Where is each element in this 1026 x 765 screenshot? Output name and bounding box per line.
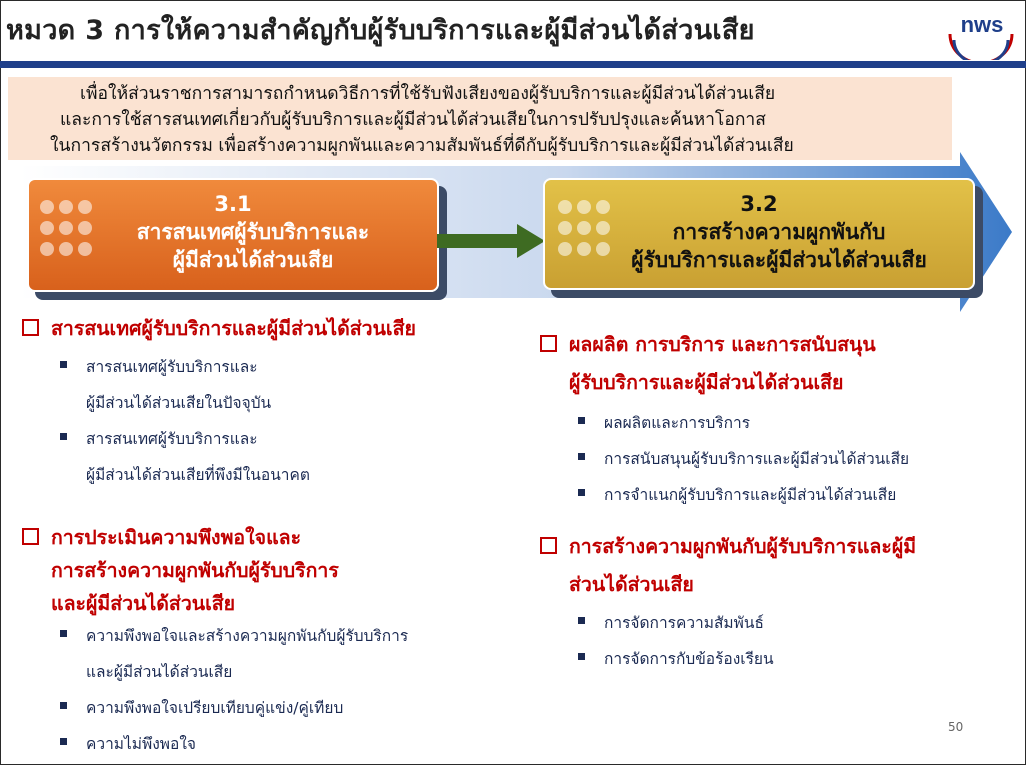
intro-line-2: และการใช้สารสนเทศเกี่ยวกับผู้รับบริการแล… — [60, 110, 766, 130]
connector-arrow — [437, 224, 545, 258]
list-item: การจัดการความสัมพันธ์ — [578, 605, 764, 641]
bullet-icon — [578, 653, 585, 660]
checkbox-icon — [540, 335, 557, 352]
list-item: สารสนเทศผู้รับบริการและ ผู้มีส่วนได้ส่วน… — [60, 421, 310, 493]
bullet-icon — [578, 617, 585, 624]
list-item-text: สารสนเทศผู้รับบริการและ — [86, 430, 258, 448]
list-item-text: สารสนเทศผู้รับบริการและ — [86, 358, 258, 376]
list-item-text: การจัดการความสัมพันธ์ — [604, 614, 764, 632]
list-item-text-cont: ผู้มีส่วนได้ส่วนเสียที่พึงมีในอนาคต — [86, 466, 310, 484]
list-item: สารสนเทศผู้รับบริการและ ผู้มีส่วนได้ส่วน… — [60, 349, 271, 421]
box-3-2: 3.2 การสร้างความผูกพันกับ ผู้รับบริการแล… — [543, 178, 975, 290]
right-section-1-heading: ผลผลิต การบริการ และการสนับสนุน ผู้รับบร… — [540, 326, 876, 402]
bullet-icon — [60, 361, 67, 368]
box-3-1: 3.1 สารสนเทศผู้รับบริการและ ผู้มีส่วนได้… — [27, 178, 439, 292]
box-3-2-number: 3.2 — [740, 192, 778, 216]
slide-title: หมวด 3 การให้ความสำคัญกับผู้รับบริการและ… — [6, 15, 755, 46]
left-section-1-heading: สารสนเทศผู้รับบริการและผู้มีส่วนได้ส่วนเ… — [22, 312, 416, 345]
bullet-icon — [60, 702, 67, 709]
right-section-1-heading-line-2: ผู้รับบริการและผู้มีส่วนได้ส่วนเสีย — [569, 371, 844, 394]
checkbox-icon — [22, 528, 39, 545]
box-3-1-number: 3.1 — [214, 192, 252, 216]
box-3-2-line-1: การสร้างความผูกพันกับ — [672, 220, 886, 244]
intro-text: เพื่อให้ส่วนราชการสามารถกำหนดวิธีการที่ใ… — [10, 81, 940, 159]
logo-text: nws — [961, 12, 1004, 37]
box-3-1-line-1: สารสนเทศผู้รับบริการและ — [136, 220, 370, 244]
box-3-1-line-2: ผู้มีส่วนได้ส่วนเสีย — [172, 248, 334, 272]
list-item-text: การสนับสนุนผู้รับบริการและผู้มีส่วนได้ส่… — [604, 450, 910, 468]
left-section-1-heading-text: สารสนเทศผู้รับบริการและผู้มีส่วนได้ส่วนเ… — [51, 317, 416, 340]
checkbox-icon — [22, 319, 39, 336]
bullet-icon — [578, 417, 585, 424]
right-section-2-heading: การสร้างความผูกพันกับผู้รับบริการและผู้ม… — [540, 528, 916, 604]
intro-line-3: ในการสร้างนวัตกรรม เพื่อสร้างความผูกพันแ… — [50, 136, 794, 156]
left-section-2-heading-line-1: การประเมินความพึงพอใจและ — [51, 526, 302, 549]
list-item-text-cont: ผู้มีส่วนได้ส่วนเสียในปัจจุบัน — [86, 394, 272, 412]
list-item: การจัดการกับข้อร้องเรียน — [578, 641, 774, 677]
list-item: การจำแนกผู้รับบริการและผู้มีส่วนได้ส่วนเ… — [578, 477, 896, 513]
page-number: 50 — [948, 720, 964, 734]
checkbox-icon — [540, 537, 557, 554]
list-item: ความพึงพอใจและสร้างความผูกพันกับผู้รับบร… — [60, 618, 408, 690]
box-3-2-line-2: ผู้รับบริการและผู้มีส่วนได้ส่วนเสีย — [631, 248, 927, 272]
intro-banner — [8, 77, 952, 160]
list-item: ความพึงพอใจเปรียบเทียบคู่แข่ง/คู่เทียบ — [60, 690, 343, 726]
bullet-icon — [578, 453, 585, 460]
list-item: ความไม่พึงพอใจ — [60, 726, 196, 762]
bullet-icon — [60, 630, 67, 637]
left-section-2-heading-line-3: และผู้มีส่วนได้ส่วนเสีย — [51, 592, 236, 615]
list-item-text-cont: และผู้มีส่วนได้ส่วนเสีย — [86, 663, 233, 681]
right-section-1-heading-line-1: ผลผลิต การบริการ และการสนับสนุน — [569, 333, 876, 356]
bullet-icon — [60, 433, 67, 440]
title-underline-bar — [0, 61, 1026, 68]
list-item-text: การจัดการกับข้อร้องเรียน — [604, 650, 774, 668]
left-section-2-heading-line-2: การสร้างความผูกพันกับผู้รับบริการ — [51, 559, 339, 582]
right-section-2-heading-line-2: ส่วนได้ส่วนเสีย — [569, 573, 694, 596]
left-section-2-heading: การประเมินความพึงพอใจและ การสร้างความผูก… — [22, 521, 339, 620]
list-item-text: ความไม่พึงพอใจ — [86, 735, 196, 753]
right-section-2-heading-line-1: การสร้างความผูกพันกับผู้รับบริการและผู้ม… — [569, 535, 917, 558]
list-item: การสนับสนุนผู้รับบริการและผู้มีส่วนได้ส่… — [578, 441, 909, 477]
list-item-text: การจำแนกผู้รับบริการและผู้มีส่วนได้ส่วนเ… — [604, 486, 897, 504]
list-item: ผลผลิตและการบริการ — [578, 405, 750, 441]
intro-line-1: เพื่อให้ส่วนราชการสามารถกำหนดวิธีการที่ใ… — [80, 84, 776, 104]
list-item-text: ผลผลิตและการบริการ — [604, 414, 751, 432]
nws-logo: nws — [948, 12, 1014, 60]
bullet-icon — [60, 738, 67, 745]
list-item-text: ความพึงพอใจเปรียบเทียบคู่แข่ง/คู่เทียบ — [86, 699, 344, 717]
list-item-text: ความพึงพอใจและสร้างความผูกพันกับผู้รับบร… — [86, 627, 409, 645]
bullet-icon — [578, 489, 585, 496]
